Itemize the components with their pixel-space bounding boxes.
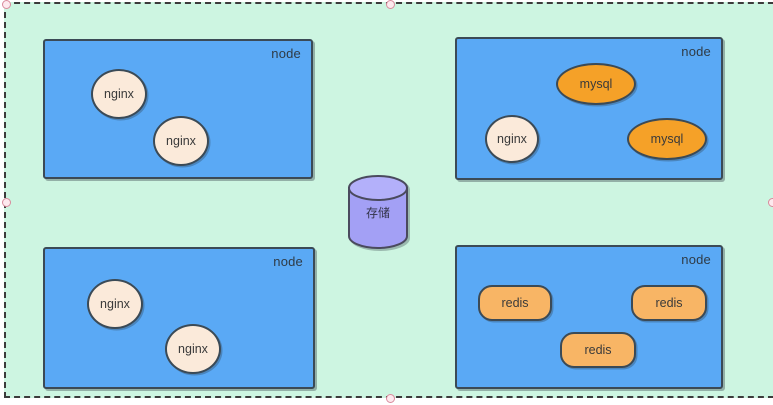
- pod-label: mysql: [650, 132, 684, 146]
- cylinder-icon: [348, 175, 408, 249]
- pod-label: nginx: [100, 297, 130, 311]
- pod-nginx-3[interactable]: nginx: [485, 115, 539, 163]
- node-bottom-left[interactable]: node nginx nginx: [43, 247, 315, 389]
- node-top-left[interactable]: node nginx nginx: [43, 39, 313, 179]
- pod-redis-1[interactable]: redis: [478, 285, 552, 321]
- storage-cylinder[interactable]: 存储: [347, 174, 409, 250]
- pod-label: nginx: [497, 132, 527, 146]
- node-top-right[interactable]: node mysql nginx mysql: [455, 37, 723, 180]
- node-bottom-right[interactable]: node redis redis redis: [455, 245, 723, 389]
- pod-mysql-2[interactable]: mysql: [627, 118, 707, 160]
- pod-label: nginx: [104, 87, 134, 101]
- pod-redis-2[interactable]: redis: [631, 285, 707, 321]
- node-label: node: [681, 252, 711, 267]
- node-label: node: [273, 254, 303, 269]
- pod-mysql-1[interactable]: mysql: [556, 63, 636, 105]
- handle-middle-right[interactable]: [768, 198, 773, 207]
- node-label: node: [271, 46, 301, 61]
- pod-label: nginx: [178, 342, 208, 356]
- node-label: node: [681, 44, 711, 59]
- handle-top-left[interactable]: [2, 0, 11, 9]
- pod-redis-3[interactable]: redis: [560, 332, 636, 368]
- pod-label: redis: [501, 296, 529, 310]
- pod-label: redis: [584, 343, 612, 357]
- pod-label: nginx: [166, 134, 196, 148]
- pod-nginx-1[interactable]: nginx: [91, 69, 147, 119]
- handle-middle-left[interactable]: [2, 198, 11, 207]
- handle-bottom-center[interactable]: [386, 394, 395, 403]
- pod-label: redis: [655, 296, 683, 310]
- pod-nginx-2[interactable]: nginx: [153, 116, 209, 166]
- handle-top-center[interactable]: [386, 0, 395, 9]
- pod-nginx-4[interactable]: nginx: [87, 279, 143, 329]
- pod-nginx-5[interactable]: nginx: [165, 324, 221, 374]
- pod-label: mysql: [579, 77, 613, 91]
